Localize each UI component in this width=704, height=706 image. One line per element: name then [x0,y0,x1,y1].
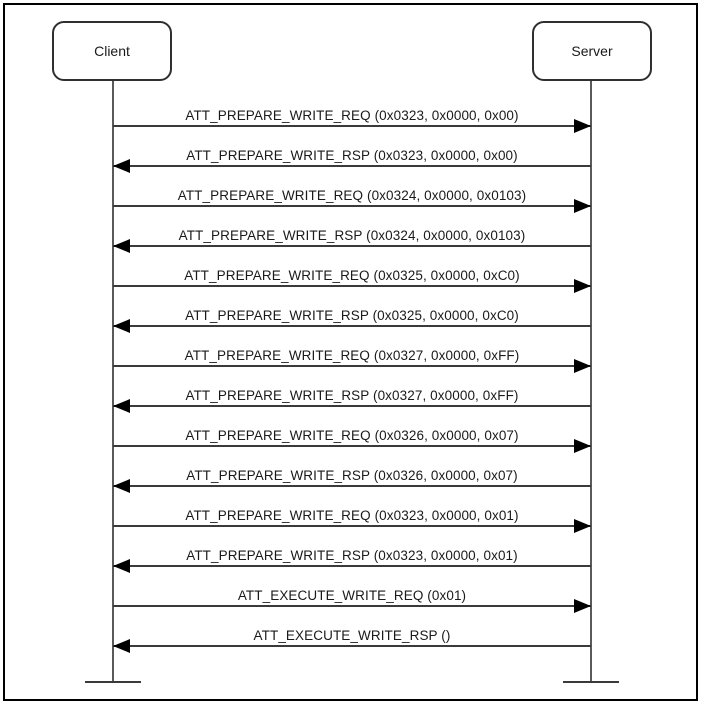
message-arrow-line [113,485,591,487]
arrowhead-left-icon [113,479,130,493]
message-row: ATT_PREPARE_WRITE_RSP (0x0323, 0x0000, 0… [113,145,591,173]
diagram-border [3,3,698,701]
arrowhead-right-icon [574,119,591,133]
message-arrow-line [113,365,591,367]
arrowhead-right-icon [574,439,591,453]
message-label: ATT_EXECUTE_WRITE_RSP () [253,628,451,643]
actor-server-label: Server [571,43,613,59]
arrowhead-right-icon [574,359,591,373]
message-row: ATT_PREPARE_WRITE_REQ (0x0323, 0x0000, 0… [113,105,591,133]
message-label: ATT_PREPARE_WRITE_RSP (0x0325, 0x0000, 0… [185,308,519,323]
message-label: ATT_PREPARE_WRITE_RSP (0x0323, 0x0000, 0… [186,148,518,163]
arrowhead-right-icon [574,279,591,293]
message-label: ATT_EXECUTE_WRITE_REQ (0x01) [237,588,467,603]
message-row: ATT_PREPARE_WRITE_REQ (0x0327, 0x0000, 0… [113,345,591,373]
message-arrow-line [113,405,591,407]
client-lifeline [112,81,114,683]
message-arrow-line [113,605,591,607]
message-label: ATT_PREPARE_WRITE_REQ (0x0327, 0x0000, 0… [184,348,520,363]
message-arrow-line [113,245,591,247]
message-row: ATT_EXECUTE_WRITE_REQ (0x01) [113,585,591,613]
actor-client-label: Client [94,43,130,59]
message-arrow-line [113,205,591,207]
message-row: ATT_PREPARE_WRITE_REQ (0x0326, 0x0000, 0… [113,425,591,453]
message-row: ATT_PREPARE_WRITE_RSP (0x0323, 0x0000, 0… [113,545,591,573]
message-row: ATT_PREPARE_WRITE_RSP (0x0326, 0x0000, 0… [113,465,591,493]
message-row: ATT_PREPARE_WRITE_REQ (0x0324, 0x0000, 0… [113,185,591,213]
message-row: ATT_PREPARE_WRITE_RSP (0x0324, 0x0000, 0… [113,225,591,253]
message-arrow-line [113,645,591,647]
message-arrow-line [113,285,591,287]
message-label: ATT_PREPARE_WRITE_REQ (0x0326, 0x0000, 0… [185,428,519,443]
message-label: ATT_PREPARE_WRITE_RSP (0x0327, 0x0000, 0… [185,388,519,403]
message-label: ATT_PREPARE_WRITE_RSP (0x0326, 0x0000, 0… [186,468,518,483]
arrowhead-left-icon [113,239,130,253]
message-arrow-line [113,525,591,527]
message-row: ATT_PREPARE_WRITE_RSP (0x0325, 0x0000, 0… [113,305,591,333]
client-lifeline-end-bar [85,681,141,683]
arrowhead-left-icon [113,159,130,173]
message-row: ATT_PREPARE_WRITE_RSP (0x0327, 0x0000, 0… [113,385,591,413]
server-lifeline-end-bar [563,681,619,683]
message-arrow-line [113,165,591,167]
message-label: ATT_PREPARE_WRITE_REQ (0x0324, 0x0000, 0… [177,188,527,203]
message-arrow-line [113,565,591,567]
arrowhead-left-icon [113,559,130,573]
arrowhead-right-icon [574,199,591,213]
arrowhead-right-icon [574,519,591,533]
arrowhead-left-icon [113,319,130,333]
server-lifeline [590,81,592,683]
arrowhead-left-icon [113,399,130,413]
actor-client-box: Client [52,21,172,81]
message-label: ATT_PREPARE_WRITE_REQ (0x0323, 0x0000, 0… [185,508,519,523]
arrowhead-left-icon [113,639,130,653]
message-arrow-line [113,445,591,447]
message-label: ATT_PREPARE_WRITE_REQ (0x0323, 0x0000, 0… [185,108,519,123]
message-row: ATT_EXECUTE_WRITE_RSP () [113,625,591,653]
message-row: ATT_PREPARE_WRITE_REQ (0x0325, 0x0000, 0… [113,265,591,293]
message-row: ATT_PREPARE_WRITE_REQ (0x0323, 0x0000, 0… [113,505,591,533]
message-arrow-line [113,125,591,127]
message-arrow-line [113,325,591,327]
arrowhead-right-icon [574,599,591,613]
actor-server-box: Server [532,21,652,81]
message-label: ATT_PREPARE_WRITE_REQ (0x0325, 0x0000, 0… [184,268,520,283]
message-label: ATT_PREPARE_WRITE_RSP (0x0324, 0x0000, 0… [178,228,526,243]
message-label: ATT_PREPARE_WRITE_RSP (0x0323, 0x0000, 0… [186,548,518,563]
